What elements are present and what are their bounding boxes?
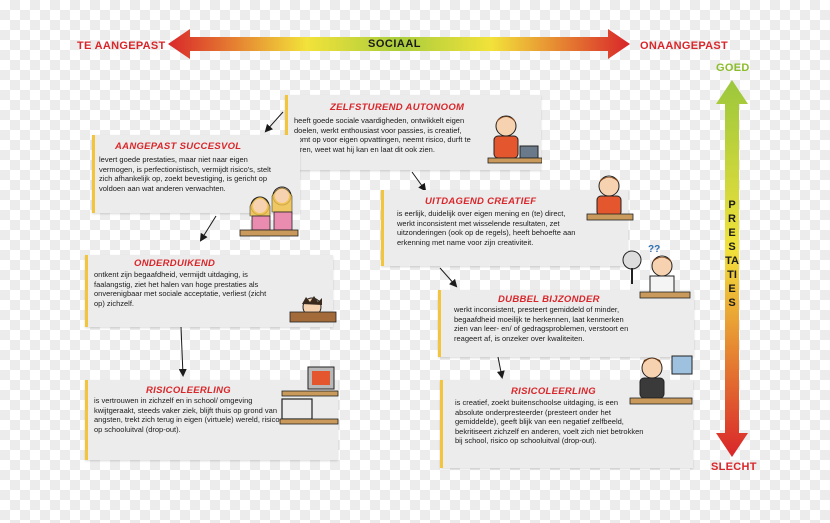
arrow-zelfsturend-to-aangepast (264, 111, 284, 133)
confused-student-icon: ?? (622, 244, 691, 299)
goed-label: GOED (716, 62, 750, 74)
te-aangepast-label: TE AANGEPAST (77, 40, 166, 52)
student-laptop-icon (487, 115, 542, 164)
empty-desk-icon (279, 366, 339, 425)
hiding-student-icon (289, 296, 337, 323)
card-text: is creatief, zoekt buitenschoolse uitdag… (455, 398, 644, 446)
two-girls-icon (239, 186, 299, 237)
card-title: UITDAGEND CREATIEF (425, 196, 537, 207)
student-computer-icon (629, 355, 693, 405)
prestaties-axis-arrow (716, 80, 748, 457)
card-text: ontkent zijn begaafdheid, vermijdt uitda… (94, 270, 267, 308)
sociaal-axis-arrow (168, 29, 630, 59)
slecht-label: SLECHT (711, 461, 757, 473)
arrow-onderduikend-to-risico-left (178, 326, 187, 377)
card-title: DUBBEL BIJZONDER (498, 294, 600, 305)
arrow-uitdagend-to-dubbel (439, 267, 458, 288)
arrow-aangepast-to-onderduikend (199, 215, 217, 242)
card-title: RISICOLEERLING (511, 386, 596, 397)
card-title: RISICOLEERLING (146, 385, 231, 396)
card-aangepast-succesvol: AANGEPAST SUCCESVOL levert goede prestat… (92, 135, 300, 213)
onaangepast-label: ONAANGEPAST (640, 40, 729, 52)
svg-text:??: ?? (648, 244, 660, 255)
card-text: is eerlijk, duidelijk over eigen mening … (397, 209, 576, 247)
card-dubbel-bijzonder: DUBBEL BIJZONDER werkt inconsistent, pre… (438, 290, 694, 357)
card-title: AANGEPAST SUCCESVOL (115, 141, 242, 152)
arrow-zelfsturend-to-uitdagend (411, 171, 427, 192)
arrow-dubbel-to-risico-right (496, 356, 505, 379)
card-text: heeft goede sociale vaardigheden, ontwik… (294, 116, 471, 154)
card-title: ZELFSTUREND AUTONOOM (330, 102, 465, 113)
card-text: werkt inconsistent, presteert gemiddeld … (454, 305, 629, 343)
card-text: levert goede prestaties, maar niet naar … (99, 155, 271, 193)
student-book-icon (586, 175, 634, 221)
sociaal-label: SOCIAAL (368, 38, 421, 50)
card-onderduikend: ONDERDUIKEND ontkent zijn begaafdheid, v… (85, 255, 333, 327)
card-text: is vertrouwen in zichzelf en in school/ … (94, 396, 280, 434)
card-uitdagend-creatief: UITDAGEND CREATIEF is eerlijk, duidelijk… (381, 190, 628, 266)
card-title: ONDERDUIKEND (134, 258, 216, 269)
prestaties-label: PRESTATIES (725, 199, 739, 309)
